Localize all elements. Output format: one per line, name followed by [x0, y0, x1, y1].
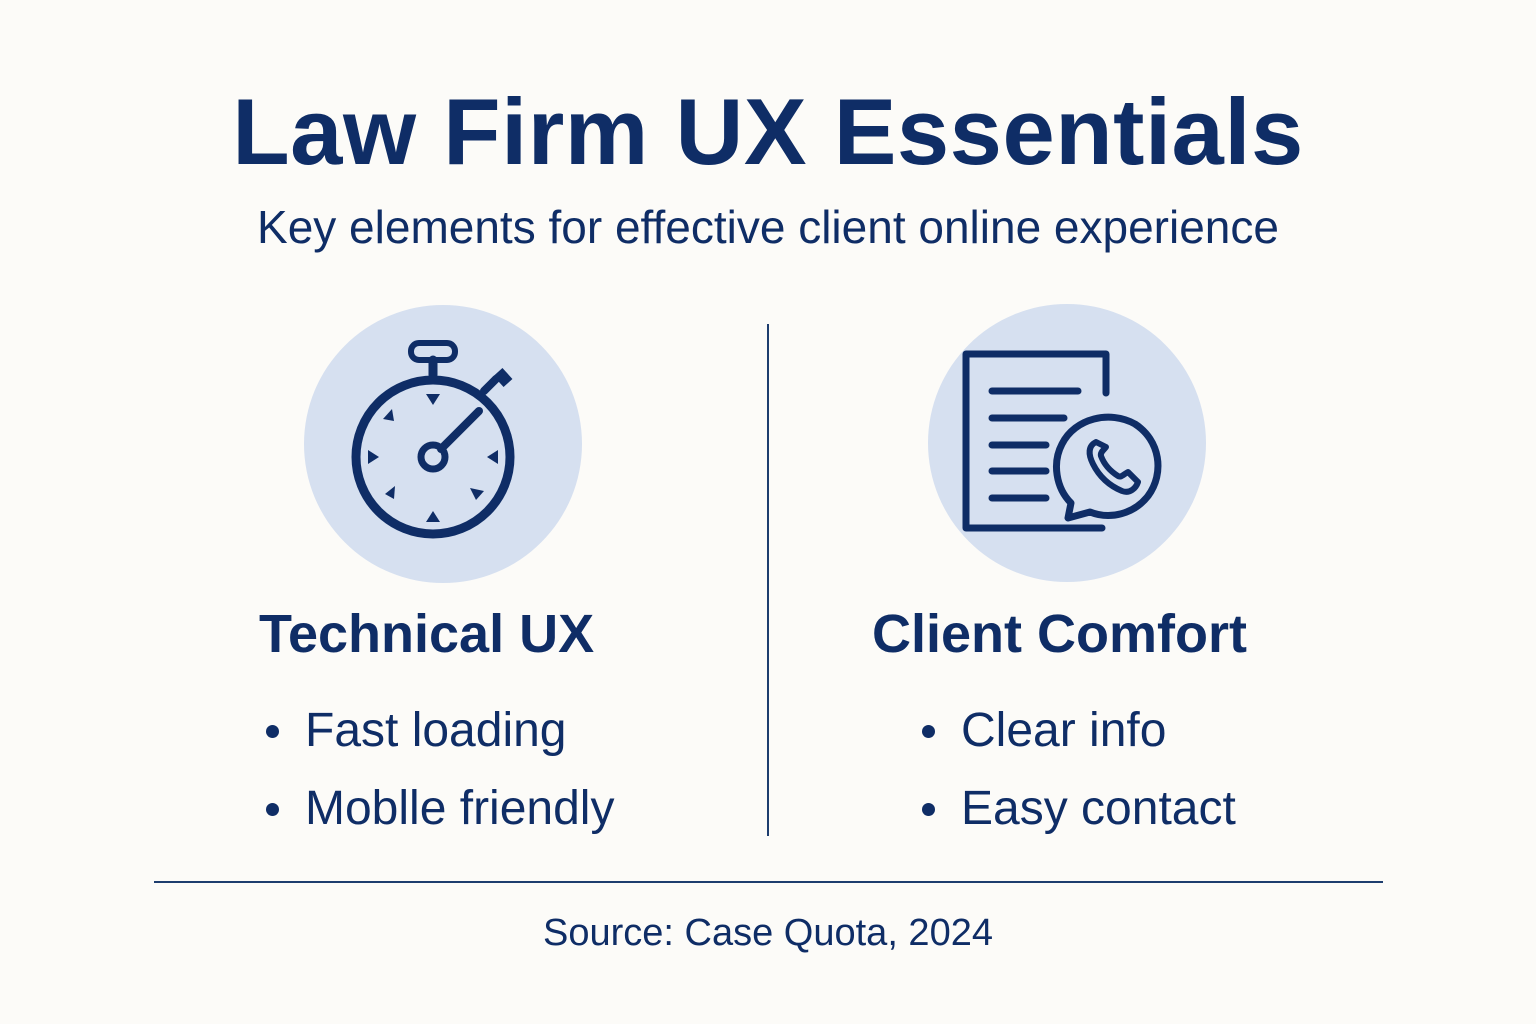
- list-item-label: Fast loading: [305, 704, 567, 757]
- page-title: Law Firm UX Essentials: [232, 79, 1304, 184]
- list-item-label: Moblle friendly: [305, 782, 615, 835]
- stopwatch-icon: [351, 340, 515, 539]
- client-comfort-heading: Client Comfort: [872, 604, 1247, 664]
- list-item-label: Clear info: [961, 704, 1167, 757]
- technical-ux-icon-badge: [304, 305, 582, 583]
- technical-ux-heading: Technical UX: [259, 604, 595, 664]
- technical-ux-list: Fast loading Moblle friendly: [262, 692, 614, 848]
- client-comfort-list: Clear info Easy contact: [918, 692, 1236, 848]
- list-item: Clear info: [918, 692, 1236, 770]
- bullet-icon: [922, 802, 935, 816]
- bullet-icon: [266, 802, 279, 816]
- footer-divider: [154, 881, 1383, 883]
- list-item: Easy contact: [918, 770, 1236, 848]
- column-divider: [767, 324, 769, 836]
- document-phone-icon: [962, 350, 1162, 532]
- client-comfort-icon-badge: [928, 304, 1206, 582]
- source-citation: Source: Case Quota, 2024: [543, 912, 993, 954]
- page-subtitle: Key elements for effective client online…: [257, 201, 1279, 253]
- list-item: Fast loading: [262, 692, 614, 770]
- bullet-icon: [922, 724, 935, 738]
- list-item: Moblle friendly: [262, 770, 614, 848]
- bullet-icon: [266, 724, 279, 738]
- list-item-label: Easy contact: [961, 782, 1236, 835]
